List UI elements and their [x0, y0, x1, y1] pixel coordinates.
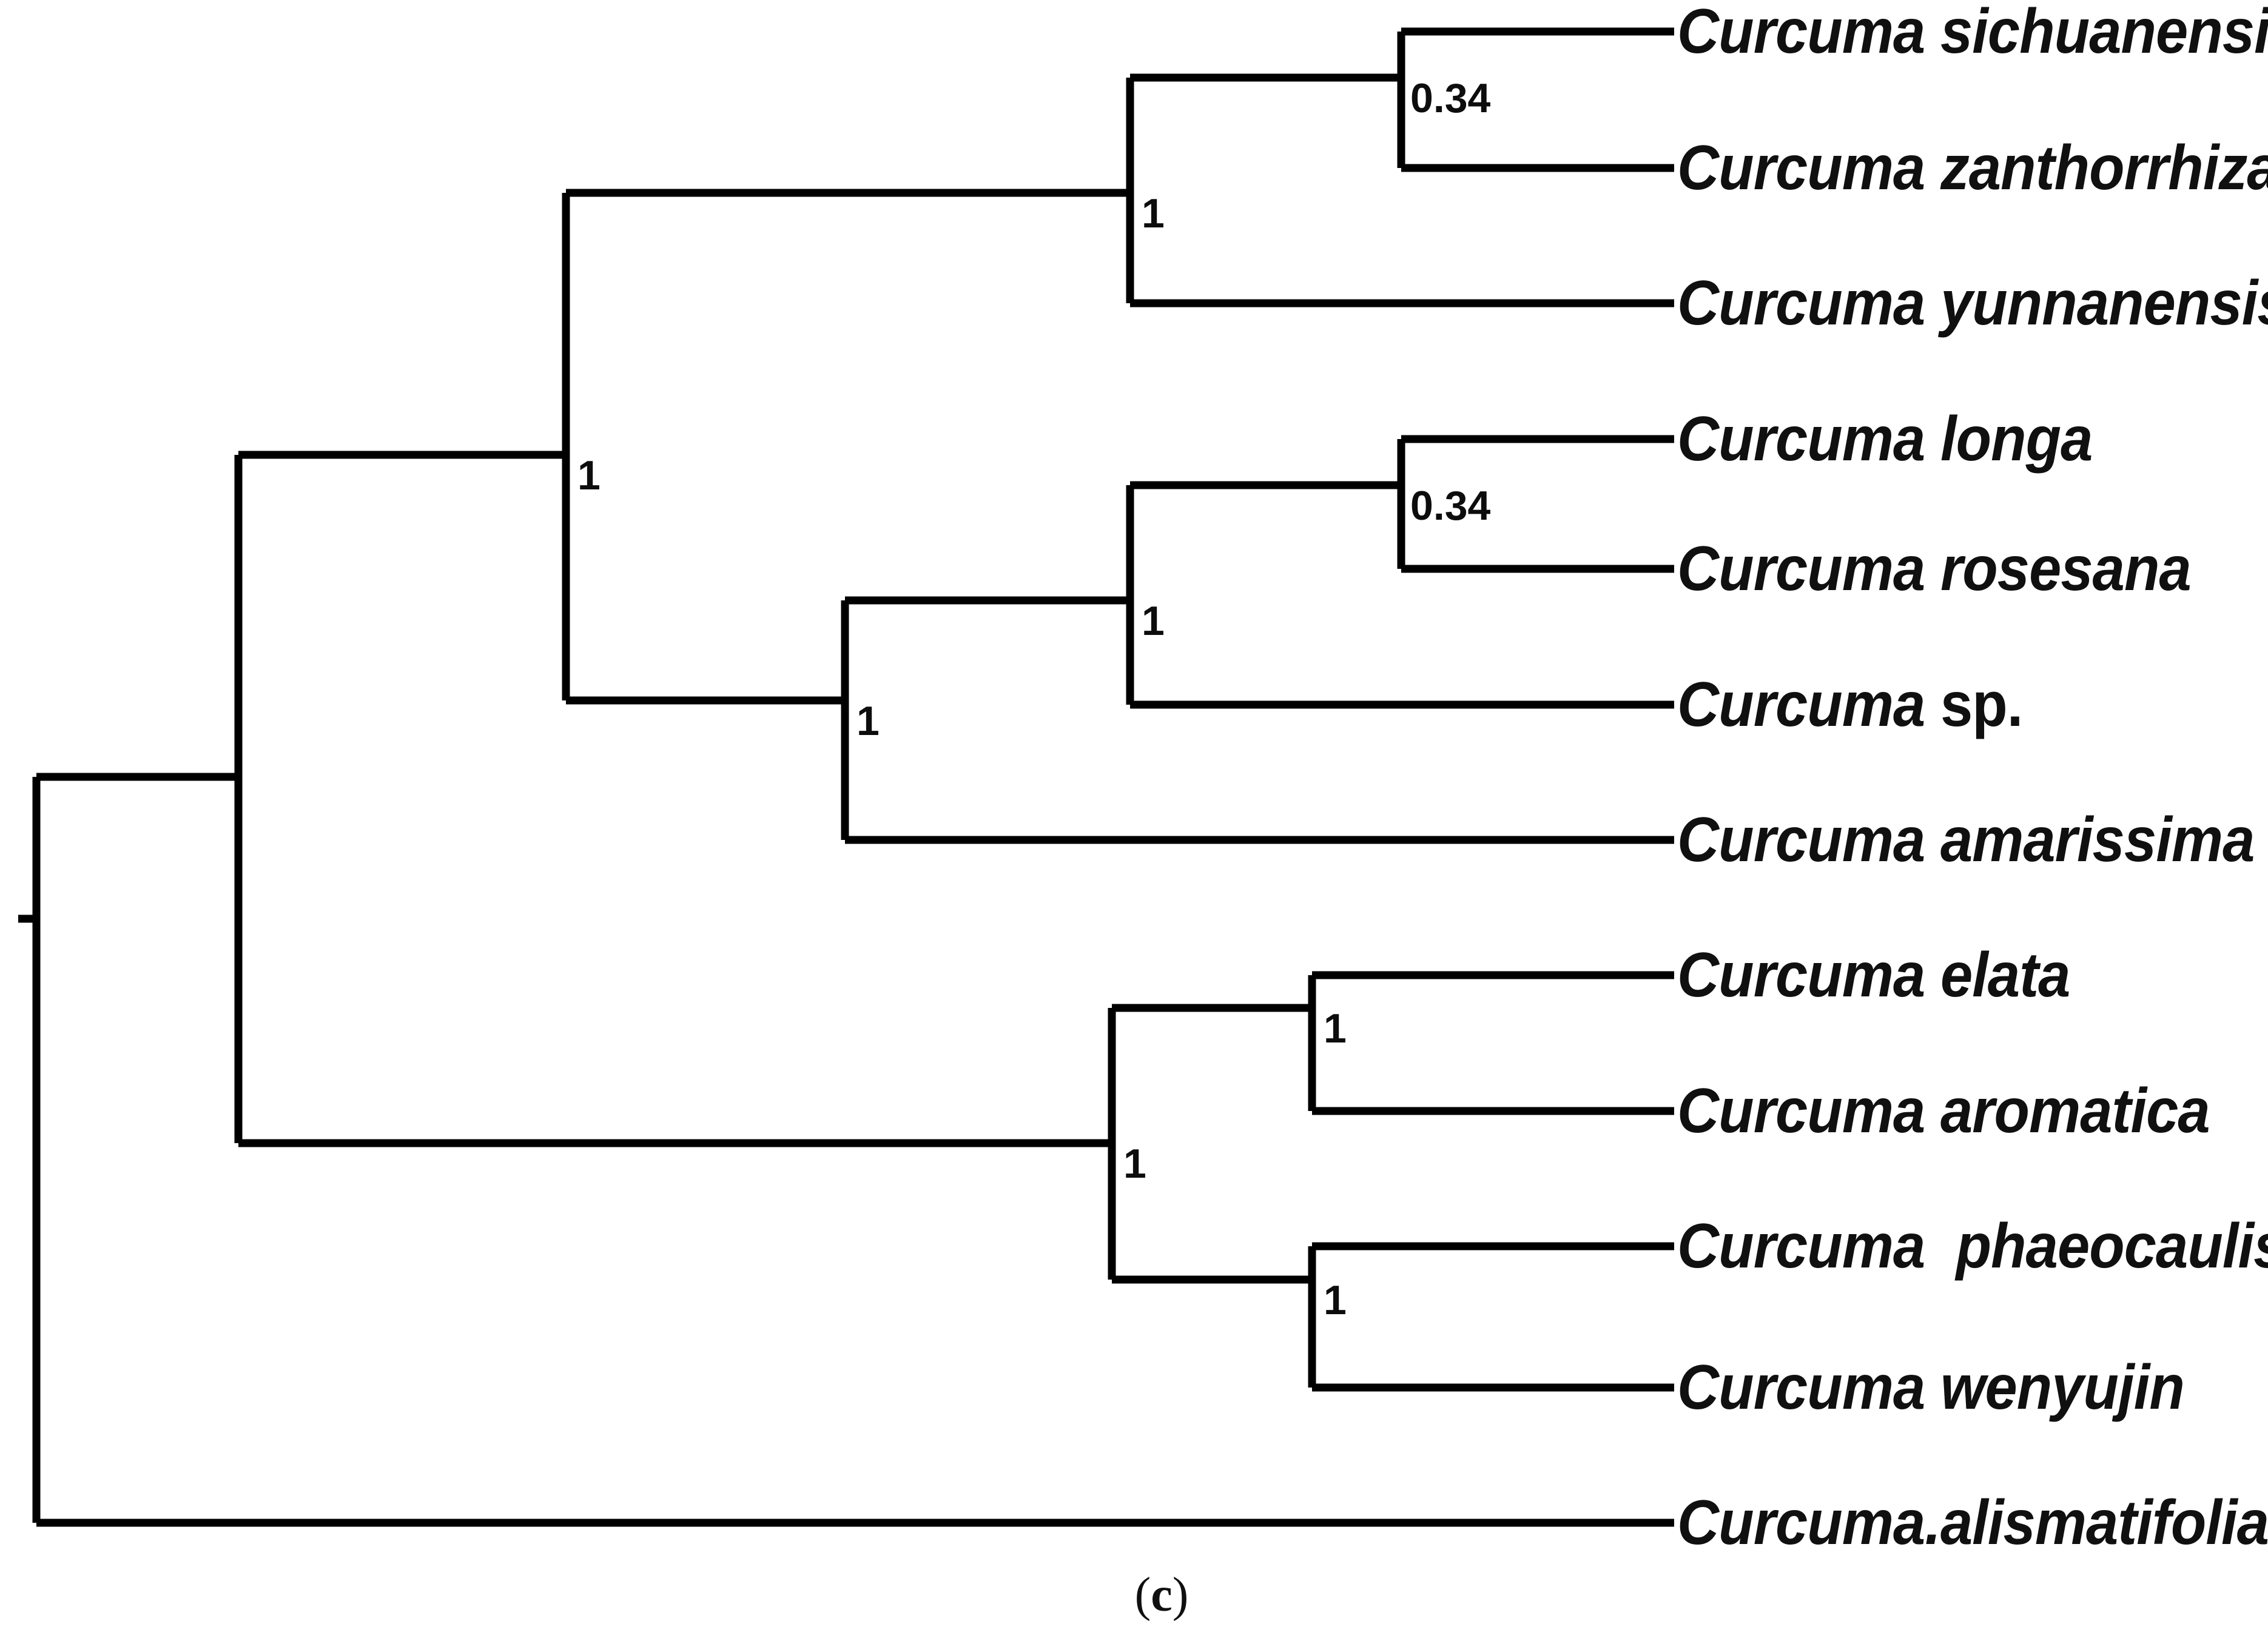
support-label-phaeocaulis-wenyujin: 1 [1324, 1277, 1347, 1323]
tip-label-aromatica: Curcuma aromatica [1677, 1076, 2210, 1146]
tip-label-longa: Curcuma longa [1677, 404, 2093, 474]
tip-label-zanthorrhiza: Curcuma zanthorrhiza [1677, 133, 2268, 203]
support-label-longa-trio: 1 [1142, 598, 1165, 644]
tip-label-sichuanensis: Curcuma sichuanensis [1677, 0, 2268, 67]
tip-label-amarissima: Curcuma amarissima [1677, 805, 2255, 875]
caption-close-paren: ) [1172, 1568, 1189, 1622]
panel-caption: (c) [1135, 1571, 1189, 1619]
tip-label-alismatifolia: Curcuma.alismatifolia [1677, 1488, 2268, 1558]
support-label-upper-clade: 1 [577, 452, 601, 498]
tip-label-curcuma-sp: Curcuma sp. [1677, 670, 2023, 740]
tip-label-rosesana: Curcuma rosesana [1677, 534, 2192, 604]
support-label-sichuanensis-zanthorrhiza: 0.34 [1410, 75, 1491, 121]
caption-letter: c [1151, 1568, 1173, 1622]
caption-open-paren: ( [1134, 1568, 1151, 1622]
tip-label-wenyujin: Curcuma wenyujin [1677, 1352, 2185, 1423]
support-label-middle-clade: 1 [856, 698, 880, 744]
support-label-lower-clade: 1 [1123, 1141, 1146, 1187]
support-label-elata-aromatica: 1 [1324, 1005, 1347, 1052]
tip-label-elata: Curcuma elata [1677, 940, 2070, 1010]
support-label-longa-rosesana: 0.34 [1410, 483, 1491, 529]
support-label-upper-trio: 1 [1142, 190, 1165, 237]
tip-label-yunnanensis: Curcuma yunnanensis [1677, 268, 2268, 338]
tip-label-phaeocaulis: Curcuma phaeocaulis [1677, 1211, 2268, 1281]
